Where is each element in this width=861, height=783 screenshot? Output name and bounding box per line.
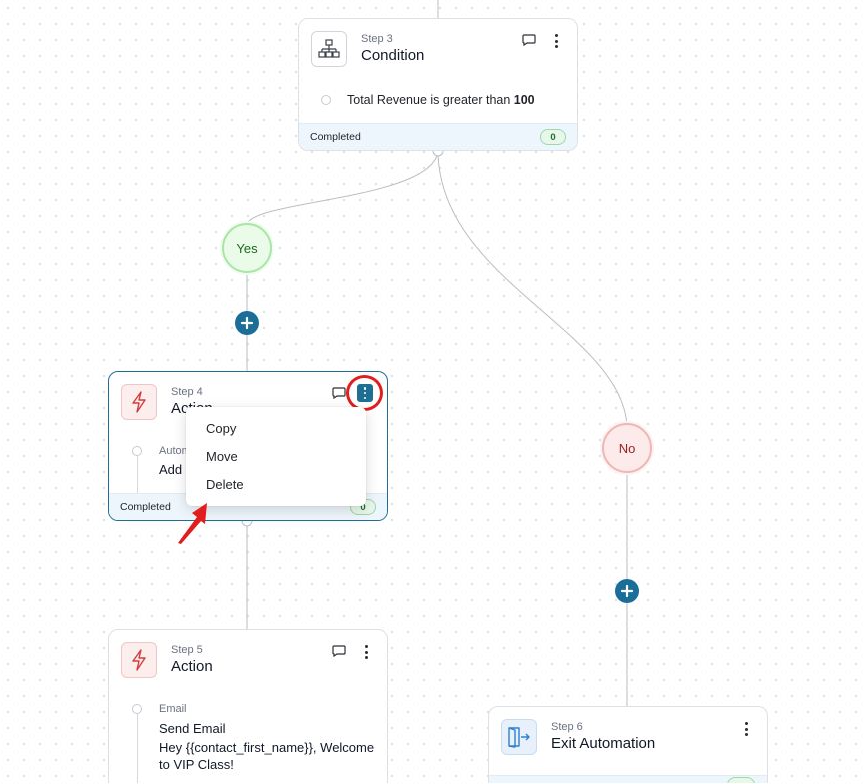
detail-main: Add	[159, 462, 183, 477]
detail-line	[137, 456, 138, 496]
menu-item-copy[interactable]: Copy	[206, 421, 237, 436]
count-badge: 0	[540, 129, 566, 145]
lightning-icon	[121, 642, 157, 678]
detail-dot	[132, 704, 142, 714]
detail-dot	[132, 446, 142, 456]
more-options-icon[interactable]	[359, 644, 373, 660]
no-branch-node[interactable]: No	[602, 423, 652, 473]
step-6-exit-card[interactable]: Step 6 Exit Automation	[488, 706, 768, 783]
menu-item-delete[interactable]: Delete	[206, 477, 244, 492]
detail-label: Autom	[159, 445, 191, 457]
count-badge-partial	[727, 777, 755, 783]
step-title: Exit Automation	[551, 735, 656, 752]
exit-door-icon	[501, 719, 537, 755]
condition-prefix: Total Revenue is greater than	[347, 93, 514, 107]
add-step-button-no[interactable]	[615, 579, 639, 603]
yes-branch-node[interactable]: Yes	[222, 223, 272, 273]
comment-icon[interactable]	[332, 386, 346, 400]
lightning-icon	[121, 384, 157, 420]
menu-item-move[interactable]: Move	[206, 449, 238, 464]
step-title: Condition	[361, 47, 425, 64]
more-options-icon[interactable]	[549, 33, 563, 49]
step-5-action-card[interactable]: Step 5 Action Email Send Email Hey {{con…	[108, 629, 388, 783]
card-footer	[489, 775, 767, 783]
connector-yes	[246, 151, 439, 225]
status-label: Completed	[310, 131, 361, 143]
step-number: Step 5	[171, 644, 203, 656]
detail-body: Hey {{contact_first_name}}, Welcome to V…	[159, 740, 375, 772]
card-footer: Completed 0	[299, 123, 577, 150]
comment-icon[interactable]	[522, 33, 536, 47]
detail-line	[137, 714, 138, 783]
step-number: Step 3	[361, 33, 393, 45]
step-title: Action	[171, 658, 213, 675]
add-step-button-yes[interactable]	[235, 311, 259, 335]
highlight-circle	[346, 375, 383, 411]
condition-dot	[321, 95, 331, 105]
status-label: Completed	[120, 501, 171, 513]
condition-row: Total Revenue is greater than 100	[321, 93, 535, 107]
condition-value: 100	[513, 93, 535, 107]
annotation-arrow	[178, 503, 207, 544]
no-label: No	[618, 440, 636, 456]
more-options-icon[interactable]	[739, 721, 753, 737]
detail-main: Send Email	[159, 721, 226, 736]
org-chart-icon	[311, 31, 347, 67]
plus-icon	[240, 316, 254, 330]
step-number: Step 6	[551, 721, 583, 733]
plus-icon	[620, 584, 634, 598]
condition-text: Total Revenue is greater than 100	[347, 93, 535, 107]
comment-icon[interactable]	[332, 644, 346, 658]
step-number: Step 4	[171, 386, 203, 398]
detail-label: Email	[159, 703, 187, 715]
connector-no	[437, 151, 628, 426]
context-menu: Copy Move Delete	[186, 407, 366, 506]
yes-label: Yes	[236, 240, 258, 256]
step-3-condition-card[interactable]: Step 3 Condition Total Revenue is greate…	[298, 18, 578, 151]
